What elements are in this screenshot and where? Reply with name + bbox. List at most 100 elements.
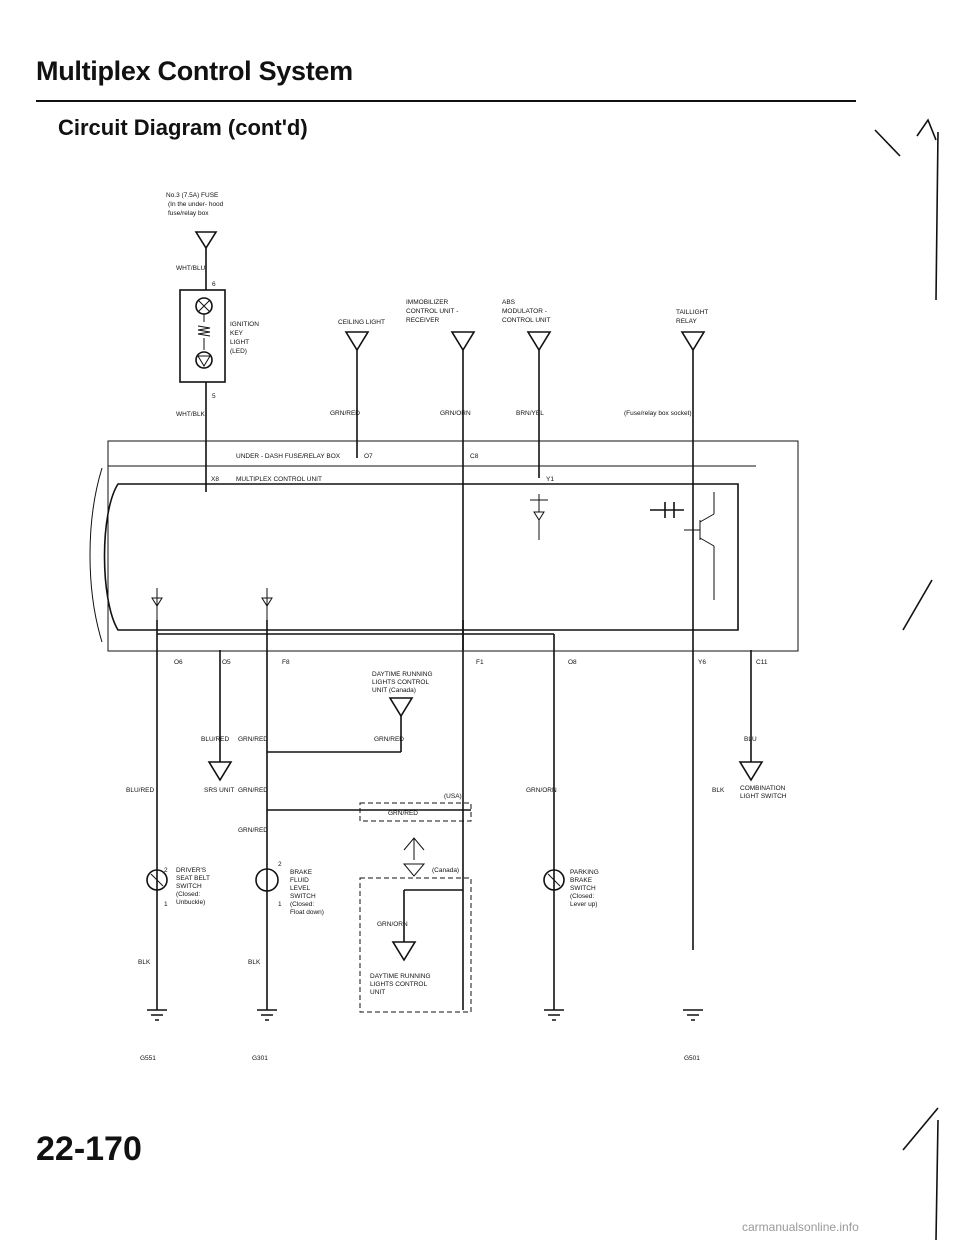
resistor-icon (197, 314, 211, 350)
canada-label: (Canada) (432, 867, 459, 874)
srs-unit-terminal (207, 761, 233, 782)
wire-label-blu-red: BLU/RED (126, 787, 154, 794)
seat-belt-label: DRIVER'S SEAT BELT SWITCH (Closed: Unbuc… (176, 867, 210, 906)
abs-text-2: MODULATOR - (502, 308, 547, 315)
switch-contact-icon (150, 873, 164, 887)
ground-label-g551: G551 (140, 1055, 156, 1062)
mux-unit-label: MULTIPLEX CONTROL UNIT (236, 476, 322, 483)
wire-label-blu-red-srs: BLU/RED (201, 736, 229, 743)
wire-label-brn-yel: BRN/YEL (516, 410, 544, 417)
wire-label-grn-red-top: GRN/RED (330, 410, 360, 417)
connector-f8: F8 (282, 659, 290, 666)
section-subtitle: Circuit Diagram (cont'd) (58, 115, 308, 140)
abs-text-3: CONTROL UNIT (502, 317, 551, 324)
pin-label-2-seat: 2 (164, 867, 168, 874)
option-arrow-down-icon (402, 863, 426, 877)
pin-label-5: 5 (212, 393, 216, 400)
wire-label-wht-blu: WHT/BLU (176, 265, 206, 272)
pin-label-1-seat: 1 (164, 901, 168, 908)
connector-f1: F1 (476, 659, 484, 666)
wire-label-grn-red-drl: GRN/RED (374, 736, 404, 743)
wire-label-grn-red-lower: GRN/RED (238, 827, 268, 834)
parking-switch-contact (547, 873, 561, 887)
connector-c8: C8 (470, 453, 479, 460)
combination-switch-terminal (738, 761, 764, 782)
parking-brake-label: PARKING BRAKE SWITCH (Closed: Lever up) (570, 869, 599, 908)
drl-canada-text-2: LIGHTS CONTROL (372, 679, 429, 686)
transistor-icon (684, 492, 715, 600)
fuse-label: No.3 (7.5A) FUSE (In the under- hood fus… (166, 192, 224, 217)
seat-text-5: Unbuckle) (176, 899, 205, 906)
drl-unit-label: DAYTIME RUNNING LIGHTS CONTROL UNIT (370, 973, 431, 996)
immobilizer-terminal (450, 331, 476, 352)
parking-brake-switch-icon (543, 869, 565, 891)
seat-text-1: DRIVER'S (176, 867, 207, 874)
ground-label-g301: G301 (252, 1055, 268, 1062)
ikl-text-1: IGNITION (230, 321, 259, 328)
wire-label-blu: BLU (744, 736, 757, 743)
srs-unit-label: SRS UNIT (204, 787, 234, 794)
unit-curve (89, 467, 103, 643)
wire-label-grn-orn-drl: GRN/ORN (377, 921, 408, 928)
ignition-key-light-box (179, 289, 226, 383)
ground-g301-icon (257, 1009, 277, 1021)
pin-label-1-brake: 1 (278, 901, 282, 908)
ground-g551-icon (147, 1009, 167, 1021)
fuse-terminal-symbol (194, 231, 218, 250)
wire-label-grn-red-usa: GRN/RED (388, 810, 418, 817)
combination-text-2: LIGHT SWITCH (740, 793, 787, 800)
seat-text-4: (Closed: (176, 891, 200, 898)
drl-canada-text-1: DAYTIME RUNNING (372, 671, 433, 678)
ground-g501-icon (683, 1009, 703, 1021)
park-text-4: (Closed: (570, 893, 594, 900)
title-rule (36, 100, 856, 102)
park-text-1: PARKING (570, 869, 599, 876)
connector-o5: O5 (222, 659, 231, 666)
brake-text-5: (Closed: (290, 901, 314, 908)
diode-icon (197, 355, 211, 367)
brake-text-3: LEVEL (290, 885, 311, 892)
wire-label-grn-orn-top: GRN/ORN (440, 410, 471, 417)
immobilizer-text-3: RECEIVER (406, 317, 440, 324)
multiplex-control-unit-outline (103, 483, 739, 631)
brake-text-2: FLUID (290, 877, 309, 884)
drl-text-2: LIGHTS CONTROL (370, 981, 427, 988)
led-icon (195, 351, 213, 369)
wire-label-blk-right: BLK (712, 787, 725, 794)
taillight-terminal (680, 331, 706, 352)
bulb-cross-icon (197, 299, 211, 313)
brake-text-4: SWITCH (290, 893, 316, 900)
usa-option-box (359, 802, 472, 822)
brake-text-1: BRAKE (290, 869, 313, 876)
wire-label-grn-red-f8: GRN/RED (238, 736, 268, 743)
drl-canada-terminal (388, 697, 414, 718)
connector-y6: Y6 (698, 659, 706, 666)
taillight-text-2: RELAY (676, 318, 697, 325)
ground-symbol-internal (530, 494, 548, 540)
brake-fluid-label: BRAKE FLUID LEVEL SWITCH (Closed: Float … (290, 869, 324, 916)
ikl-text-4: (LED) (230, 348, 247, 355)
park-text-3: SWITCH (570, 885, 596, 892)
internal-bus (156, 620, 555, 650)
wire-label-blk-mid: BLK (248, 959, 261, 966)
combination-text-1: COMBINATION (740, 785, 786, 792)
watermark: carmanualsonline.info (742, 1220, 859, 1234)
drl-unit-terminal (391, 941, 417, 962)
fuse-text-3: fuse/relay box (168, 210, 209, 217)
drl-canada-label: DAYTIME RUNNING LIGHTS CONTROL UNIT (Can… (372, 671, 433, 694)
taillight-text-1: TAILLIGHT (676, 309, 708, 316)
ignition-key-light-label: IGNITION KEY LIGHT (LED) (230, 321, 259, 355)
input-diode-icons (151, 588, 273, 620)
immobilizer-text-1: IMMOBILIZER (406, 299, 449, 306)
abs-text-1: ABS (502, 299, 516, 306)
fuse-text-2: (In the under- hood (168, 201, 224, 208)
wire-label-grn-red-mid: GRN/RED (238, 787, 268, 794)
ground-parking-icon (544, 1009, 564, 1021)
park-text-2: BRAKE (570, 877, 593, 884)
connector-x8: X8 (211, 476, 219, 483)
brake-fluid-switch-icon (255, 868, 279, 892)
pin-label-2-brake: 2 (278, 861, 282, 868)
page-number: 22-170 (36, 1130, 142, 1168)
option-arrow-icon (403, 837, 425, 860)
connector-o6: O6 (174, 659, 183, 666)
